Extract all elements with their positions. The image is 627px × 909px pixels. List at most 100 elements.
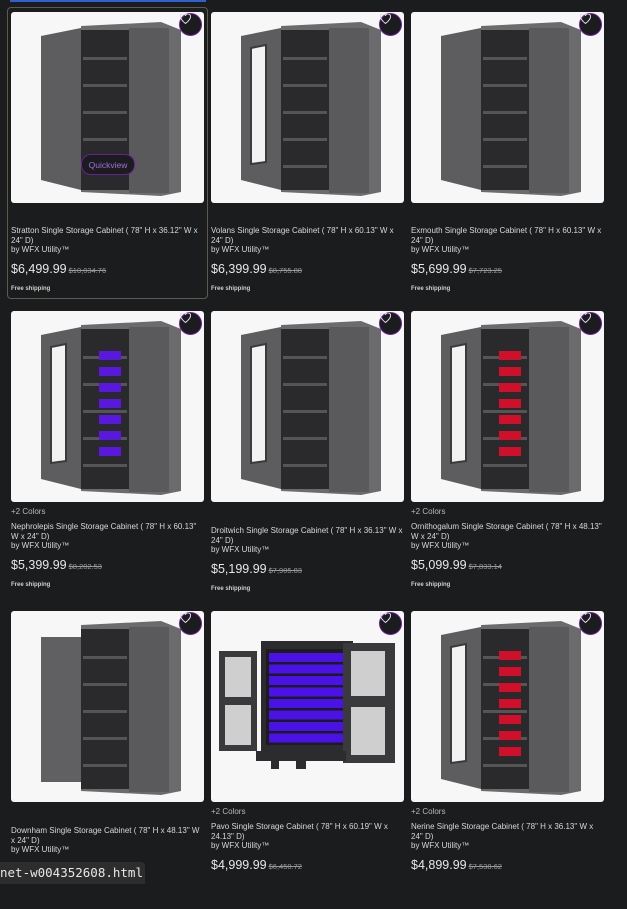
product-price: $5,699.99$7,723.25 [411,262,604,276]
storage-bin [99,447,121,456]
product-price: $5,199.99$7,905.83 [211,562,404,576]
storage-bin [499,351,521,360]
storage-bin-row [269,653,345,662]
product-card[interactable]: Quickview Stratton Single Storage Cabine… [7,7,208,310]
product-brand: by WFX Utility™ [411,841,470,850]
product-card[interactable]: Exmouth Single Storage Cabinet ( 78" H x… [411,12,604,310]
product-price: $6,499.99$10,034.76 [11,262,204,276]
product-card[interactable]: +2 Colors Nerine Single Storage Cabinet … [411,611,604,909]
heart-icon [580,14,591,24]
favorite-button[interactable] [379,13,402,36]
shipping-badge: Free shipping [211,286,251,292]
heart-icon [380,613,391,623]
storage-bin [499,431,521,440]
original-price: $7,833.14 [468,562,502,571]
favorite-button[interactable] [379,312,402,335]
favorite-button[interactable] [179,612,202,635]
storage-bin-row [269,733,345,743]
product-title-link[interactable]: Pavo Single Storage Cabinet ( 78" H x 60… [211,822,388,841]
color-options-link[interactable]: +2 Colors [11,507,46,516]
sale-price: $4,899.99 [411,858,467,872]
storage-bin-row [269,676,345,685]
storage-bin-row [269,722,345,731]
shipping-badge: Free shipping [211,586,251,592]
storage-bin [499,367,521,376]
sale-price: $6,399.99 [211,262,267,276]
storage-bin [99,415,121,424]
product-card[interactable]: Droitwich Single Storage Cabinet ( 78" H… [211,311,404,609]
favorite-button[interactable] [179,312,202,335]
storage-bin [99,367,121,376]
storage-bin [499,447,521,456]
storage-bin [99,383,121,392]
product-image[interactable] [211,611,404,802]
heart-icon [180,313,191,323]
favorite-button[interactable] [579,13,602,36]
quickview-button[interactable]: Quickview [81,154,135,175]
favorite-button[interactable] [379,612,402,635]
product-title-link[interactable]: Stratton Single Storage Cabinet ( 78" H … [11,226,198,245]
color-options-link[interactable]: +2 Colors [411,807,446,816]
color-options-link[interactable]: +2 Colors [211,807,246,816]
product-brand: by WFX Utility™ [411,541,470,550]
product-brand: by WFX Utility™ [11,541,70,550]
sale-price: $5,099.99 [411,558,467,572]
storage-bin [499,651,521,660]
original-price: $8,755.88 [268,266,302,275]
product-brand: by WFX Utility™ [211,841,270,850]
original-price: $7,538.62 [468,862,502,871]
shipping-badge: Free shipping [411,582,451,588]
product-price: $5,399.99$8,202.53 [11,558,204,572]
active-indicator-bar [10,0,206,2]
product-title-link[interactable]: Nephrolepis Single Storage Cabinet ( 78"… [11,522,197,541]
sale-price: $6,499.99 [11,262,67,276]
product-card[interactable]: Downham Single Storage Cabinet ( 78" H x… [11,611,204,909]
product-title-link[interactable]: Exmouth Single Storage Cabinet ( 78" H x… [411,226,602,245]
original-price: $8,202.53 [68,562,102,571]
storage-bin [499,667,521,676]
product-image[interactable] [211,12,404,203]
product-price: $4,899.99$7,538.62 [411,858,604,872]
storage-bin [499,715,521,724]
heart-icon [180,613,191,623]
product-image[interactable] [211,311,404,502]
storage-bin-row [269,687,345,697]
product-image[interactable]: Quickview [11,12,204,203]
storage-bin [99,351,121,360]
original-price: $6,450.72 [268,862,302,871]
heart-icon [580,613,591,623]
product-title-link[interactable]: Volans Single Storage Cabinet ( 78" H x … [211,226,394,245]
sale-price: $4,999.99 [211,858,267,872]
favorite-button[interactable] [579,612,602,635]
product-brand: by WFX Utility™ [11,845,70,854]
product-title-link[interactable]: Ornithogalum Single Storage Cabinet ( 78… [411,522,602,541]
product-card[interactable]: +2 Colors Nephrolepis Single Storage Cab… [11,311,204,609]
shipping-badge: Free shipping [11,286,51,292]
storage-bin [499,399,521,408]
product-image[interactable] [11,311,204,502]
product-image[interactable] [411,12,604,203]
product-title-link[interactable]: Downham Single Storage Cabinet ( 78" H x… [11,826,200,845]
product-card[interactable]: +2 Colors Pavo Single Storage Cabinet ( … [211,611,404,909]
storage-bin [499,699,521,708]
sale-price: $5,399.99 [11,558,67,572]
color-options-link[interactable]: +2 Colors [411,507,446,516]
original-price: $10,034.76 [68,266,107,275]
product-title-link[interactable]: Nerine Single Storage Cabinet ( 78" H x … [411,822,594,841]
product-image[interactable] [11,611,204,802]
original-price: $7,723.25 [468,266,502,275]
product-image[interactable] [411,311,604,502]
product-card[interactable]: Volans Single Storage Cabinet ( 78" H x … [211,12,404,310]
product-brand: by WFX Utility™ [11,245,70,254]
storage-bin [99,399,121,408]
product-image[interactable] [411,611,604,802]
original-price: $7,905.83 [268,566,302,575]
storage-bin-row [269,664,345,674]
favorite-button[interactable] [579,312,602,335]
product-title-link[interactable]: Droitwich Single Storage Cabinet ( 78" H… [211,526,403,545]
favorite-button[interactable] [179,13,202,36]
storage-bin [99,431,121,440]
product-card[interactable]: +2 Colors Ornithogalum Single Storage Ca… [411,311,604,609]
storage-bin [499,747,521,756]
sale-price: $5,699.99 [411,262,467,276]
